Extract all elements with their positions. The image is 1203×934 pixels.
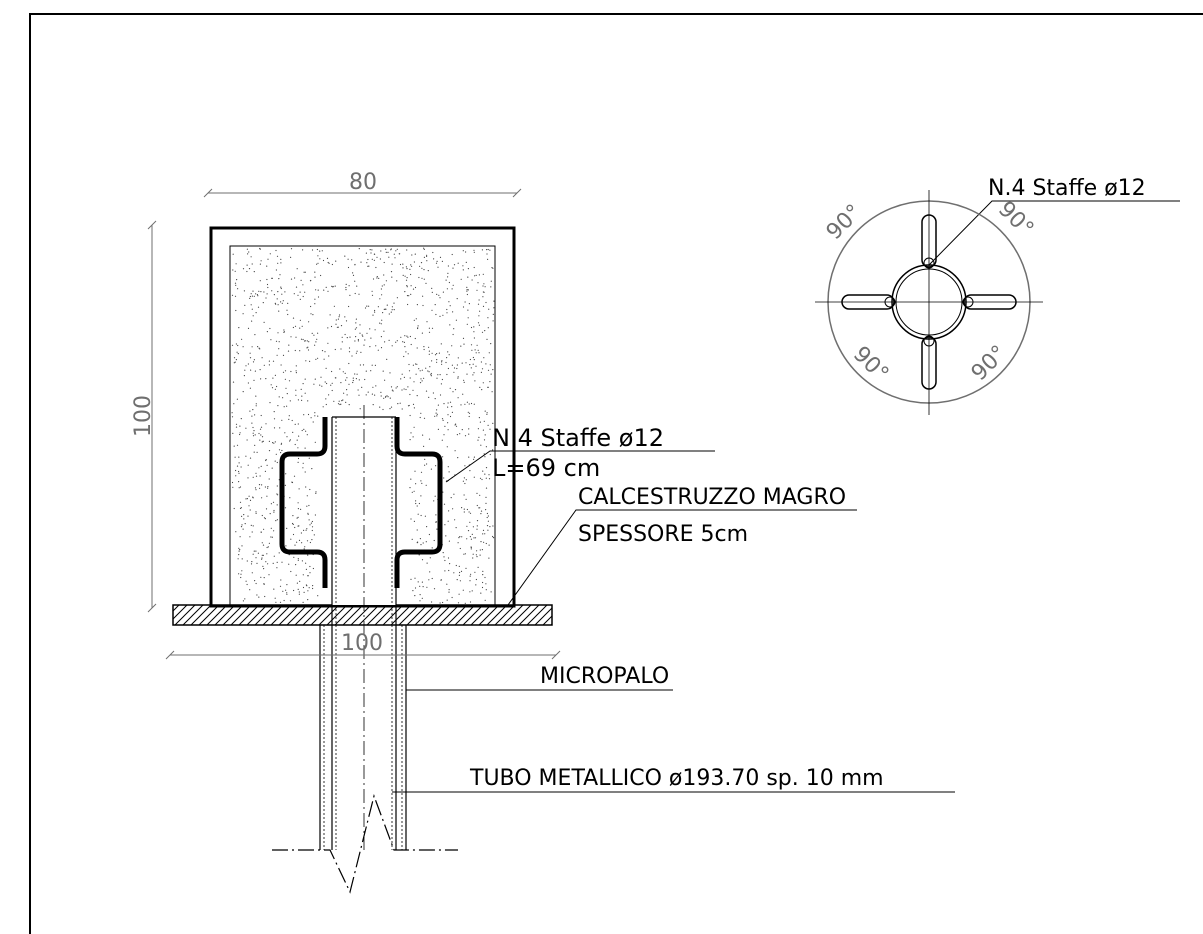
drawing-frame <box>29 13 1203 934</box>
stirrups-label: N.4 Staffe ø12 <box>492 424 664 452</box>
lean-concrete-slab <box>172 604 553 626</box>
concrete-stipple <box>231 247 495 604</box>
plan-view <box>815 190 1043 415</box>
angle-label-bottom-right: 90° <box>967 341 1012 386</box>
plan-stirrups-label: N.4 Staffe ø12 <box>988 176 1146 201</box>
dimension-lines <box>147 188 561 660</box>
micropile-label: MICROPALO <box>540 664 669 689</box>
height-dimension: 100 <box>131 395 156 437</box>
angle-label-top-right: 90° <box>993 197 1038 242</box>
width-dimension: 80 <box>349 170 377 195</box>
metal-tube-label: TUBO METALLICO ø193.70 sp. 10 mm <box>469 766 884 791</box>
lean-concrete-label: CALCESTRUZZO MAGRO <box>578 485 846 510</box>
metal-tube <box>272 405 458 894</box>
angle-label-bottom-left: 90° <box>848 342 893 387</box>
stirrups-section <box>279 417 443 588</box>
lean-concrete-thickness-label: SPESSORE 5cm <box>578 522 748 547</box>
angle-label-top-left: 90° <box>822 200 867 245</box>
leader-lines <box>392 200 1180 793</box>
stirrups-length-label: L=69 cm <box>492 454 600 482</box>
plate-dimension: 100 <box>341 631 383 656</box>
